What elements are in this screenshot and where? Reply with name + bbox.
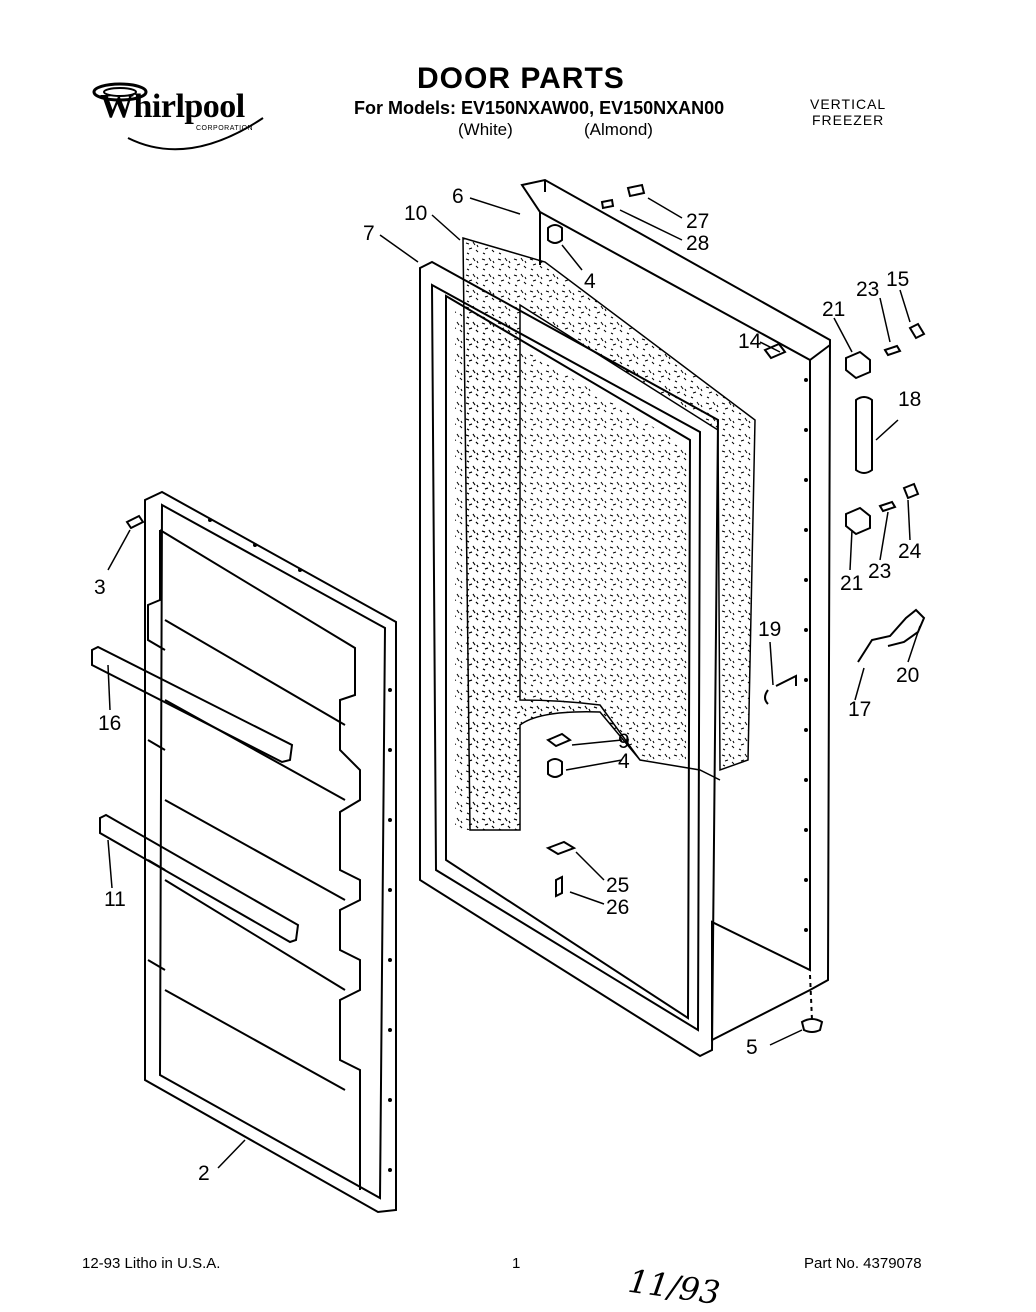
footer-litho: 12-93 Litho in U.S.A. [82, 1255, 221, 1272]
callout-7: 7 [363, 222, 375, 245]
models-label: For Models: EV150NXAW00, EV150NXAN00 [354, 98, 725, 118]
footer-part-number: Part No. 4379078 [804, 1255, 922, 1272]
callout-4-bottom: 4 [618, 750, 630, 773]
page-title: DOOR PARTS [417, 62, 625, 95]
callout-25: 25 [606, 874, 629, 897]
whirlpool-logo-swirl-icon [92, 82, 264, 151]
appliance-type-line1: VERTICAL [810, 96, 887, 112]
callout-19: 19 [758, 618, 781, 641]
callout-27: 27 [686, 210, 709, 233]
door-shelf-bar-11 [99, 813, 300, 944]
callout-leader-lines [107, 197, 921, 1169]
frame-screw-holes [804, 378, 808, 932]
callout-21-bottom: 21 [840, 572, 863, 595]
variant-almond-label: (Almond) [584, 120, 653, 139]
callout-11: 11 [104, 888, 126, 911]
callout-24: 24 [898, 540, 922, 563]
brand-logo-text: Whirlpool [100, 88, 245, 125]
callout-2: 2 [198, 1162, 210, 1185]
callout-3: 3 [94, 576, 106, 599]
callout-6: 6 [452, 185, 464, 208]
inner-door-liner [144, 490, 397, 1214]
handwritten-date: 11/93 [625, 1261, 723, 1312]
callout-14: 14 [738, 330, 762, 353]
small-hardware-parts [125, 183, 926, 1033]
liner-screw-holes [208, 518, 392, 1172]
callout-numbers: 6 10 7 27 28 4 23 15 21 14 18 3 24 23 21… [94, 185, 922, 1185]
exploded-door-diagram: 6 10 7 27 28 4 23 15 21 14 18 3 24 23 21… [91, 178, 926, 1214]
callout-4-top: 4 [584, 270, 596, 293]
appliance-type-line2: FREEZER [811, 112, 885, 128]
footer-page-number: 1 [512, 1255, 521, 1272]
appliance-type-label: VERTICAL FREEZER [810, 96, 886, 128]
callout-23-top: 23 [856, 278, 879, 301]
brand-logo-subtext: CORPORATION [196, 125, 254, 132]
callout-5: 5 [746, 1036, 758, 1059]
callout-18: 18 [898, 388, 921, 411]
callout-17: 17 [848, 698, 871, 721]
door-shelf-bar-16 [91, 645, 294, 764]
callout-9: 9 [618, 730, 630, 753]
gasket-interior-foam [455, 308, 688, 830]
callout-16: 16 [98, 712, 121, 735]
callout-21-top: 21 [822, 298, 845, 321]
callout-28: 28 [686, 232, 709, 255]
variant-white-label: (White) [458, 120, 513, 139]
door-gasket [419, 260, 720, 1058]
callout-23-bottom: 23 [868, 560, 891, 583]
callout-10: 10 [404, 202, 427, 225]
callout-26: 26 [606, 896, 629, 919]
callout-15: 15 [886, 268, 909, 291]
callout-20: 20 [896, 664, 919, 687]
